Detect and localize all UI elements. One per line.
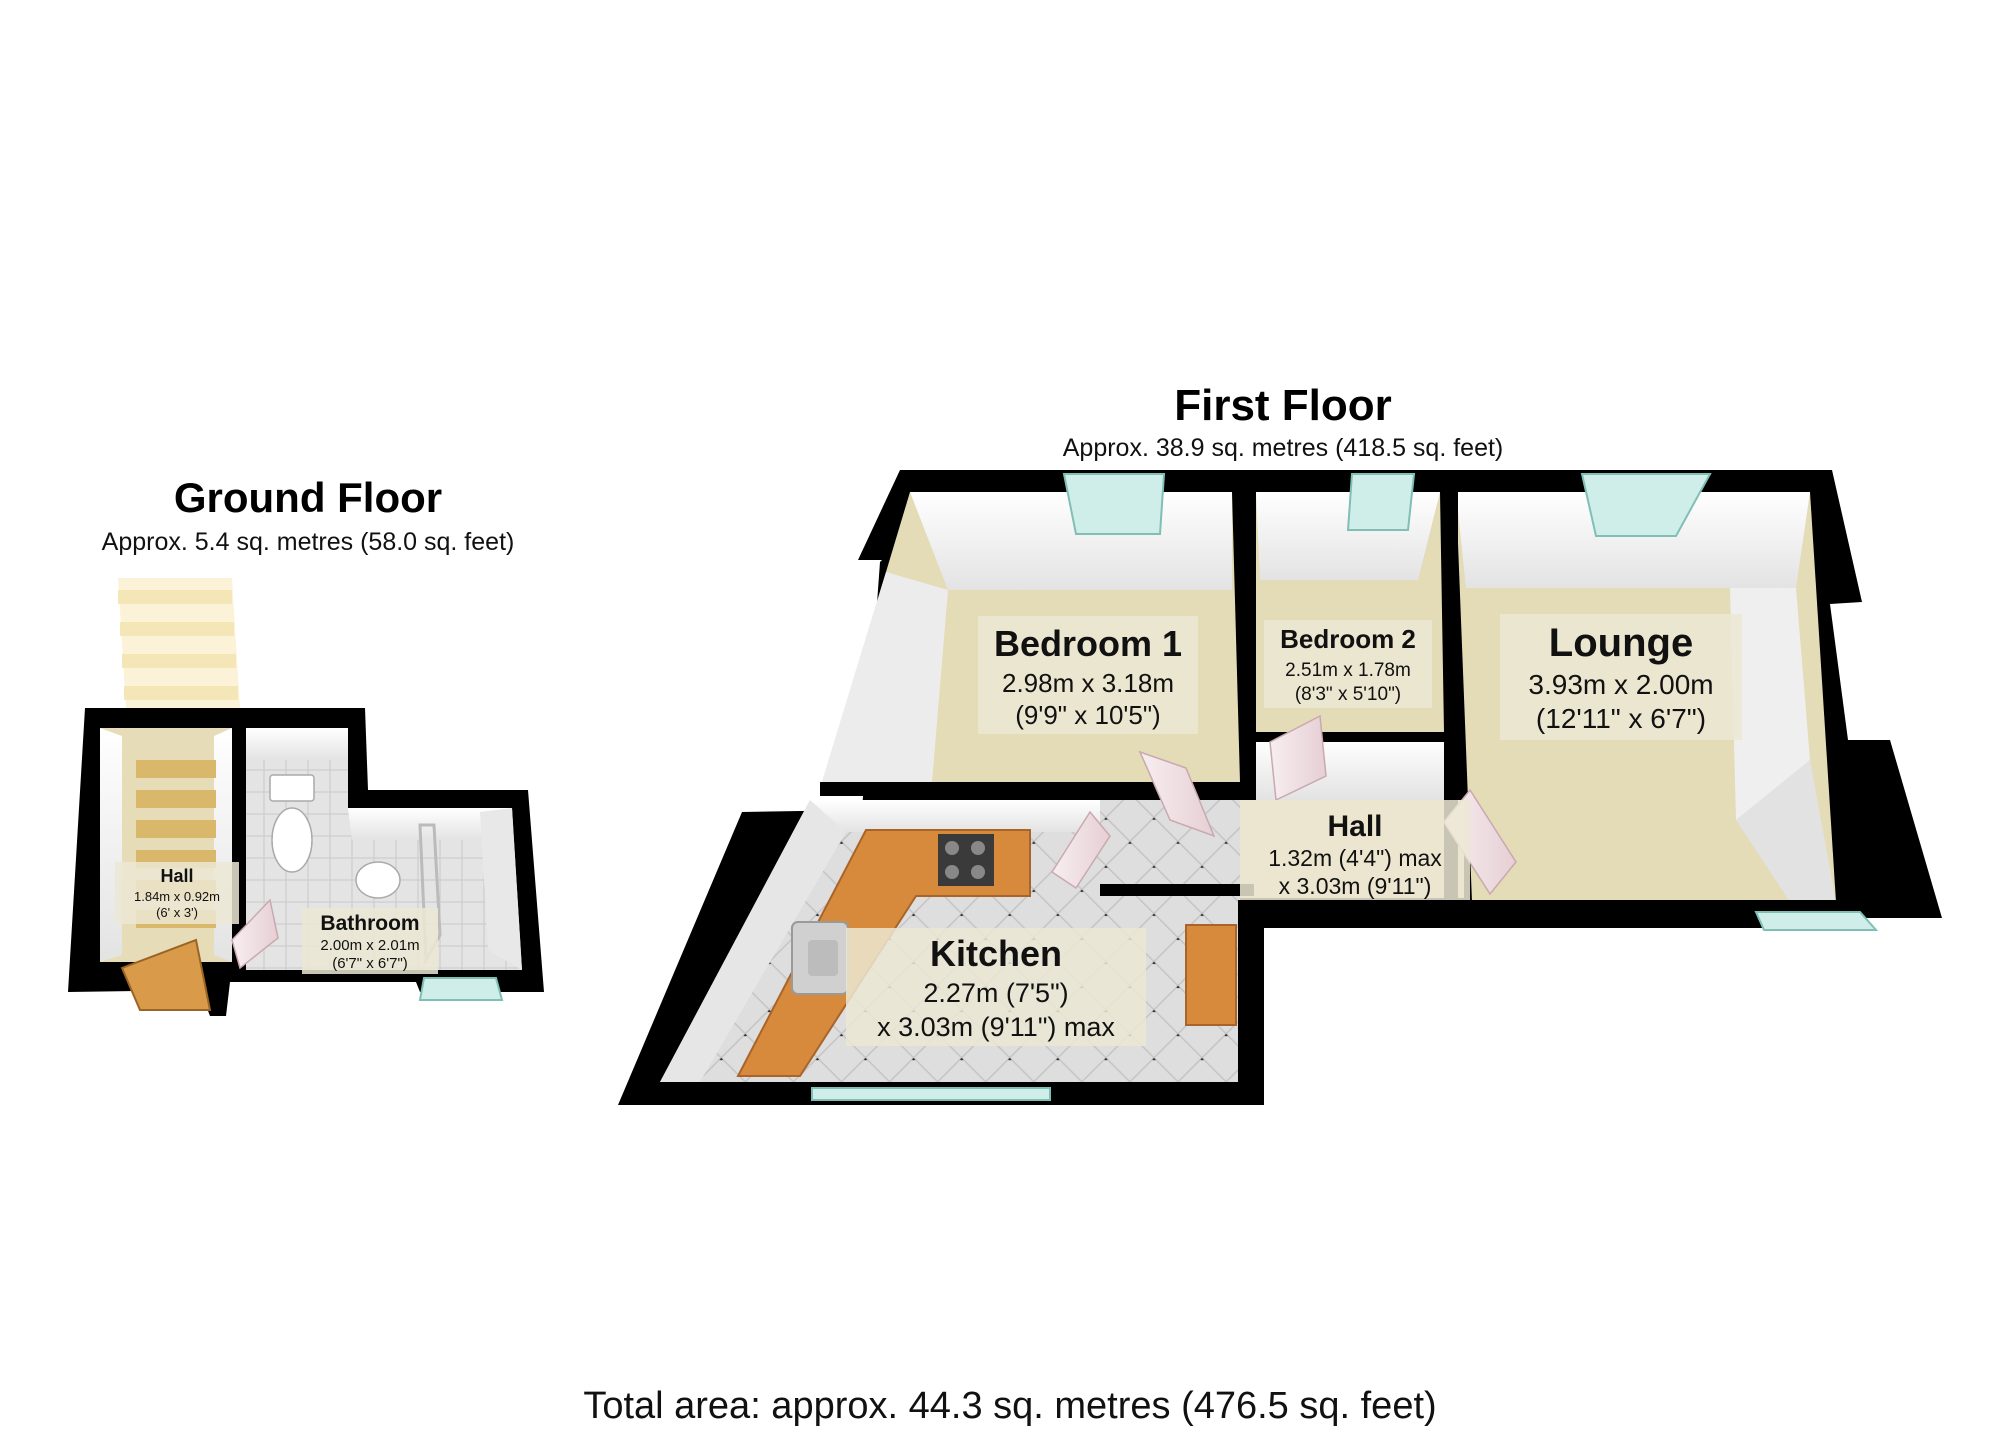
ground-hall-name: Hall — [160, 866, 193, 886]
lounge-side-window-icon — [1754, 911, 1879, 931]
ground-floor-plan: Hall 1.84m x 0.92m (6' x 3') Bathroom 2.… — [68, 578, 544, 1016]
bathroom-dim-imperial: (6'7" x 6'7") — [332, 955, 408, 972]
bedroom-1-dim-metric: 2.98m x 3.18m — [1002, 668, 1174, 698]
basin-icon — [355, 861, 401, 899]
ground-floor-area: Approx. 5.4 sq. metres (58.0 sq. feet) — [102, 528, 515, 556]
kitchen-dim-metric: 2.27m (7'5") — [923, 978, 1068, 1008]
lounge-dim-metric: 3.93m x 2.00m — [1528, 669, 1713, 700]
ground-front-door — [120, 938, 212, 1011]
bathroom-door — [231, 898, 279, 970]
first-floor-area: Approx. 38.9 sq. metres (418.5 sq. feet) — [1063, 434, 1504, 462]
kitchen-worktop — [736, 829, 1031, 1077]
wall-kitchen-right — [1238, 900, 1254, 1090]
bedroom-2-name: Bedroom 2 — [1280, 624, 1416, 654]
kitchen-cupboard — [1185, 924, 1237, 1026]
first-hall-name: Hall — [1327, 810, 1382, 843]
ground-floor-title: Ground Floor — [174, 474, 442, 521]
hob-icon — [938, 834, 994, 886]
first-floor-plan: Bedroom 1 2.98m x 3.18m (9'9" x 10'5") B… — [618, 470, 1942, 1105]
first-floor-title: First Floor — [1174, 381, 1392, 430]
lounge-dim-imperial: (12'11" x 6'7") — [1536, 703, 1706, 734]
bedroom-2-dim-metric: 2.51m x 1.78m — [1285, 660, 1411, 681]
kitchen-dim-imperial: x 3.03m (9'11") max — [877, 1012, 1115, 1042]
ground-hall-dim-imperial: (6' x 3') — [156, 905, 198, 920]
sink-icon — [791, 921, 849, 995]
wall-bed1-kitchen — [820, 782, 1256, 796]
bedroom-2-door — [1269, 714, 1327, 802]
bedroom-2-window-icon — [1346, 473, 1416, 531]
stairs-upper — [118, 578, 240, 708]
kitchen-window-icon — [811, 1087, 1051, 1101]
bedroom-1-name: Bedroom 1 — [994, 623, 1182, 664]
wall-bed2-hall — [1256, 732, 1456, 742]
bathroom-name: Bathroom — [320, 912, 419, 935]
bedroom-2-dim-imperial: (8'3" x 5'10") — [1295, 684, 1401, 705]
first-hall-dim-metric: 1.32m (4'4") max — [1268, 845, 1442, 871]
bathroom-window-icon — [418, 977, 504, 1001]
bedroom-1-door — [1138, 750, 1216, 838]
wall-bed2-lounge — [1444, 484, 1458, 904]
bedroom-1-dim-imperial: (9'9" x 10'5") — [1015, 700, 1160, 730]
bathroom-dim-metric: 2.00m x 2.01m — [320, 937, 419, 954]
wall-hall-bottom — [1238, 900, 1838, 914]
lounge-window-icon — [1580, 473, 1712, 537]
lounge-name: Lounge — [1549, 621, 1693, 665]
wall-kitchen-hall — [1100, 884, 1254, 896]
kitchen-name: Kitchen — [930, 933, 1062, 974]
kitchen-door — [1050, 810, 1111, 890]
total-area: Total area: approx. 44.3 sq. metres (476… — [583, 1385, 1436, 1427]
first-hall-dim-imperial: x 3.03m (9'11") — [1279, 873, 1432, 899]
wall-bed1-bed2 — [1240, 484, 1254, 784]
toilet-icon — [269, 774, 315, 873]
bedroom-1-window-icon — [1062, 473, 1166, 535]
ground-hall-dim-metric: 1.84m x 0.92m — [134, 889, 220, 904]
